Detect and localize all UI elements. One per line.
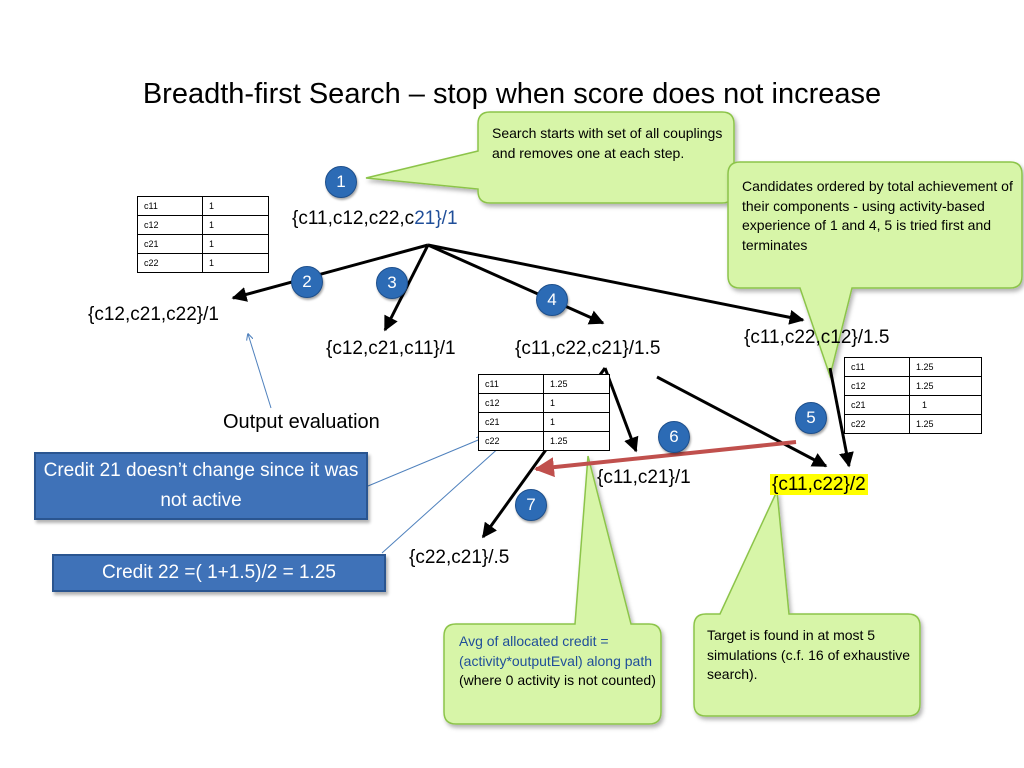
credit21-box: Credit 21 doesn’t change since it was no… — [34, 452, 368, 520]
node-5: {c11,c22,c12}/1.5 — [744, 327, 890, 348]
callout-avg-credit: Avg of allocated credit = (activity*outp… — [459, 632, 659, 691]
edge-root-n4 — [427, 243, 605, 325]
callout-search-start: Search starts with set of all couplings … — [492, 125, 723, 161]
bubble-search-start — [365, 111, 735, 204]
callout-avg-credit-blue: Avg of allocated credit = (activity*outp… — [459, 633, 652, 669]
bubble-avg-credit — [443, 455, 662, 725]
node-root-prefix: {c11,c12,c22,c — [292, 208, 415, 229]
arrow-output-eval — [248, 334, 272, 409]
credit21-text: Credit 21 doesn’t change since it was no… — [43, 460, 359, 511]
node-root-suffix: }/1 — [435, 208, 458, 229]
bubble-candidates — [727, 161, 1023, 379]
edge-n4-n6 — [603, 367, 639, 453]
node-3: {c12,c21,c11}/1 — [326, 338, 456, 359]
callout-target-found: Target is found in at most 5 simulations… — [707, 627, 911, 682]
node-7: {c22,c21}/.5 — [409, 547, 510, 568]
node-2: {c12,c21,c22}/1 — [88, 304, 219, 325]
node-4: {c11,c22,c21}/1.5 — [515, 338, 661, 359]
edge-root-n2 — [231, 243, 429, 302]
callout-candidates: Candidates ordered by total achievement … — [742, 178, 1013, 253]
slide-title: Breadth-first Search – stop when score d… — [142, 78, 882, 110]
step-number-2: 2 — [291, 266, 323, 298]
red-arrow — [534, 440, 797, 478]
step-number-4: 4 — [536, 284, 568, 316]
edge-n5-target — [828, 367, 854, 468]
step-number-3: 3 — [376, 267, 408, 299]
arrow-credit21 — [367, 438, 483, 487]
step-number-6: 6 — [658, 421, 690, 453]
step-number-5: 5 — [795, 402, 827, 434]
output-evaluation-label: Output evaluation — [223, 411, 380, 433]
step-number-7: 7 — [515, 489, 547, 521]
edge-n4-target — [656, 375, 828, 468]
credit22-text: Credit 22 =( 1+1.5)/2 = 1.25 — [102, 562, 336, 583]
edge-root-n5 — [427, 243, 805, 325]
step-number-1: 1 — [325, 166, 357, 198]
arrow-credit22 — [381, 436, 512, 554]
node-target-text: {c11,c22}/2 — [770, 474, 868, 495]
credit22-box: Credit 22 =( 1+1.5)/2 = 1.25 — [52, 554, 386, 592]
callout-avg-credit-black: (where 0 activity is not counted) — [459, 672, 656, 688]
node-root: {c11,c12,c22,c21}/1 — [292, 208, 458, 230]
bubble-target-found — [693, 488, 921, 717]
node-6: {c11,c21}/1 — [597, 467, 691, 488]
node-target: {c11,c22}/2 — [770, 474, 868, 496]
node-root-blue: 21 — [414, 208, 436, 229]
annotation-arrows — [248, 334, 512, 554]
